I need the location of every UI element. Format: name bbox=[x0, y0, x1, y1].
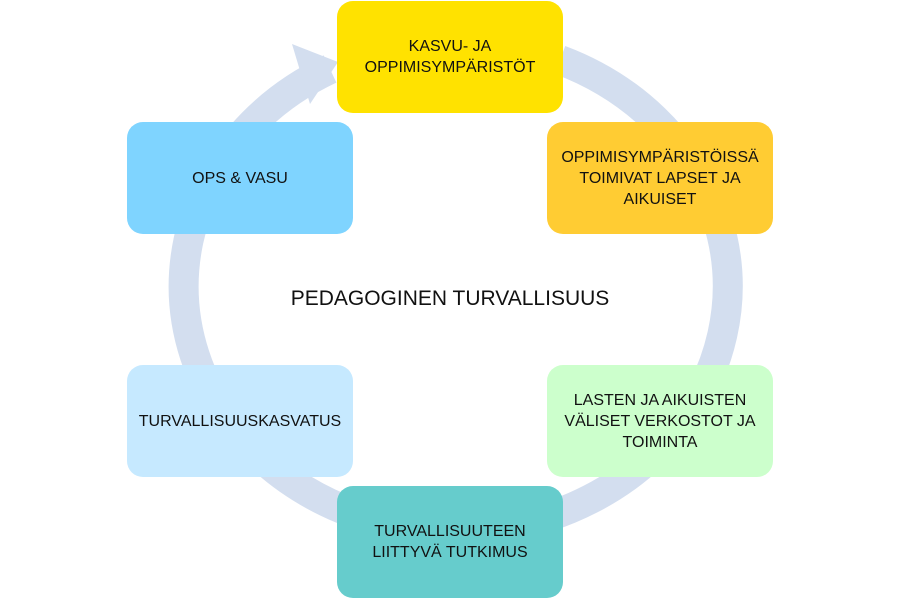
node-turvallisuuskasvatus: TURVALLISUUSKASVATUS bbox=[127, 365, 353, 477]
node-label: LASTEN JA AIKUISTEN VÄLISET VERKOSTOT JA… bbox=[564, 391, 756, 451]
node-label: OPS & VASU bbox=[192, 169, 288, 187]
node-label: TURVALLISUUTEEN LIITTYVÄ TUTKIMUS bbox=[372, 523, 528, 561]
node-verkostot-ja-toiminta: LASTEN JA AIKUISTEN VÄLISET VERKOSTOT JA… bbox=[547, 365, 773, 477]
node-label: KASVU- JA OPPIMISYMPÄRISTÖT bbox=[364, 38, 536, 76]
node-kasvu-ja-oppimisymparistot: KASVU- JA OPPIMISYMPÄRISTÖT bbox=[337, 1, 563, 113]
node-turvallisuuteen-liittyva-tutkimus: TURVALLISUUTEEN LIITTYVÄ TUTKIMUS bbox=[337, 486, 563, 598]
ring-arrowhead-icon bbox=[292, 44, 338, 104]
node-ops-ja-vasu: OPS & VASU bbox=[127, 122, 353, 234]
center-title: PEDAGOGINEN TURVALLISUUS bbox=[290, 287, 610, 310]
node-label: OPPIMISYMPÄRISTÖISSÄ TOIMIVAT LAPSET JA … bbox=[561, 148, 759, 208]
node-label: TURVALLISUUSKASVATUS bbox=[138, 412, 342, 430]
node-oppimisymparistoissa-toimivat: OPPIMISYMPÄRISTÖISSÄ TOIMIVAT LAPSET JA … bbox=[547, 122, 773, 234]
